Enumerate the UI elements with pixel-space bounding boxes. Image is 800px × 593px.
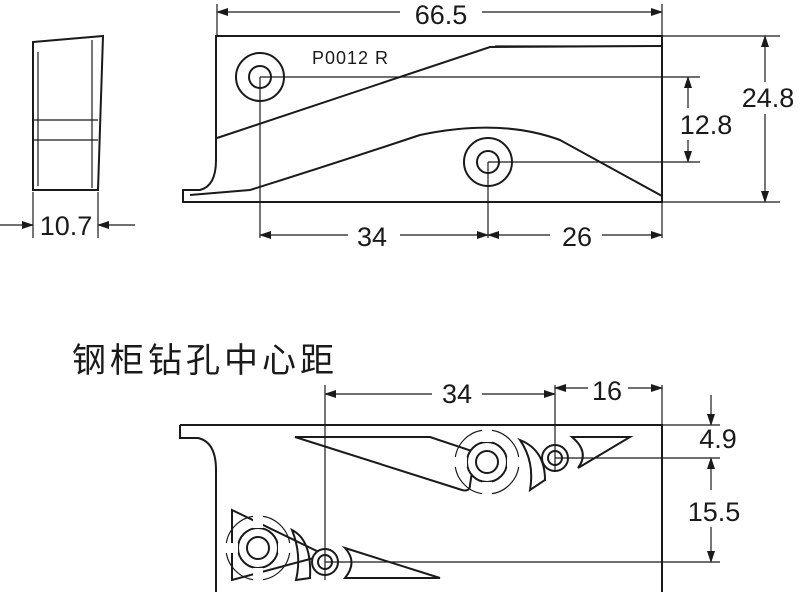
front-view: P0012 R 66.5 24.8 12.8 34 26 [182,0,799,252]
drill-spacing-label: 34 [442,379,472,409]
top-offset-label: 4.9 [699,424,737,454]
drill-to-edge-label: 16 [592,376,622,406]
part-label: P0012 R [312,48,389,68]
overall-length-label: 66.5 [415,0,468,30]
left-to-hole-label: 34 [357,222,387,252]
side-view: 10.7 [0,34,135,241]
vertical-spacing-label: 15.5 [688,497,741,527]
hole-to-right-label: 26 [562,222,592,252]
drilling-template: 34 16 4.9 15.5 [179,374,750,592]
hole-vertical-offset-label: 12.8 [680,110,733,140]
section-title: 钢柜钻孔中心距 [72,341,338,381]
side-thickness-label: 10.7 [40,211,93,241]
lower-hole-group [224,514,339,582]
overall-height-label: 24.8 [742,83,795,113]
